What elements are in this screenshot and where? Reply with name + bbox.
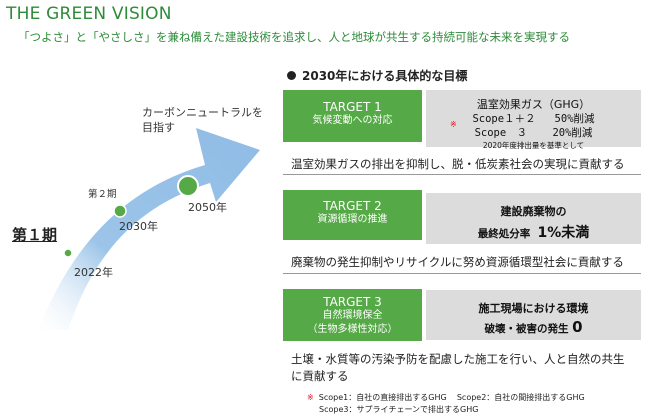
milestone-dot-2030 (113, 204, 127, 218)
target-3-box: TARGET 3 自然環境保全 （生物多様性対応） (283, 289, 422, 341)
scope3-label: Scope ３ (474, 127, 528, 139)
goals-heading: 2030年における具体的な目標 (287, 67, 467, 84)
divider (283, 273, 641, 274)
page-subtitle: 「つよさ」と「やさしさ」を兼ね備えた建設技術を追求し、人と地球が共生する持続可能… (18, 30, 570, 44)
carbon-label-line1: カーボンニュートラルを (142, 106, 263, 119)
footnote-scope3: Scope3：サプライチェーンで排出するGHG (319, 405, 479, 414)
target-3-description: 土壌・水質等の汚染予防を配慮した施工を行い、人と自然の共生 に貢献する (291, 351, 625, 385)
year-2022-label: 2022年 (74, 266, 113, 279)
target-3-description-line1: 土壌・水質等の汚染予防を配慮した施工を行い、人と自然の共生 (291, 352, 625, 366)
target-3-detail-title: 施工現場における環境 (478, 302, 589, 315)
scope12-value: 50%削減 (554, 113, 595, 125)
target-2-detail-line2: 最終処分率 (477, 228, 531, 240)
target-1-baseline: 2020年度排出量を基準として (482, 141, 585, 150)
target-3-sub2: （生物多様性対応） (307, 324, 398, 335)
target-2-detail-title: 建設廃棄物の (500, 205, 567, 218)
milestone-dot-2022 (63, 248, 73, 258)
carbon-label-line2: 目指す (142, 121, 175, 134)
footnote-scope2: Scope2：自社の間接排出するGHG (456, 393, 585, 402)
target-3-detail-line2: 破壊・被害の発生 (484, 323, 569, 335)
carbon-neutral-label: カーボンニュートラルを 目指す (142, 105, 263, 135)
target-3-description-line2: に貢献する (291, 369, 349, 383)
target-2-label: TARGET 2 (323, 199, 382, 213)
footnote-scope1: Scope1：自社の直接排出するGHG (318, 393, 447, 402)
divider (283, 174, 641, 175)
target-1-description: 温室効果ガスの排出を抑制し、脱・低炭素社会の実現に貢献する (291, 157, 625, 171)
target-2-box: TARGET 2 資源循環の推進 (283, 190, 422, 240)
page-title: THE GREEN VISION (6, 4, 172, 24)
milestone-dot-2050 (177, 175, 199, 197)
goals-heading-text: 2030年における具体的な目標 (302, 69, 468, 83)
year-2050-label: 2050年 (188, 201, 227, 214)
note-mark: ※ (450, 120, 457, 129)
footnote-mark: ※ (307, 393, 314, 402)
target-1-detail-title: 温室効果ガス（GHG） (476, 98, 591, 111)
target-1-box: TARGET 1 気候変動への対応 (283, 90, 422, 142)
scope3-value: 20%削減 (552, 127, 593, 139)
target-1-sub: 気候変動への対応 (312, 115, 393, 126)
arrow-body (38, 128, 260, 330)
roadmap-arrow (38, 128, 260, 330)
target-3-detail: 施工現場における環境 破壊・被害の発生 0 (426, 290, 641, 340)
phase-1-label: 第１期 (12, 226, 58, 244)
scope12-label: Scope１＋２ (472, 113, 536, 125)
phase-2-label: 第２期 (88, 189, 117, 200)
target-2-detail-value: 1%未満 (537, 225, 590, 241)
target-1-detail: 温室効果ガス（GHG） ※ Scope１＋２ 50%削減 Scope ３ 20%… (426, 90, 641, 150)
target-2-sub: 資源循環の推進 (317, 214, 388, 225)
target-3-detail-value: 0 (572, 318, 583, 336)
bullet-icon (287, 71, 296, 80)
target-2-description: 廃棄物の発生抑制やリサイクルに努め資源循環型社会に貢献する (291, 255, 624, 269)
footnote-line1: ※ Scope1：自社の直接排出するGHG Scope2：自社の間接排出するGH… (307, 392, 585, 403)
year-2030-label: 2030年 (119, 220, 158, 233)
target-2-detail: 建設廃棄物の 最終処分率 1%未満 (426, 193, 641, 244)
target-3-sub1: 自然環境保全 (322, 310, 383, 321)
target-3-label: TARGET 3 (323, 295, 382, 309)
target-1-label: TARGET 1 (323, 100, 382, 114)
